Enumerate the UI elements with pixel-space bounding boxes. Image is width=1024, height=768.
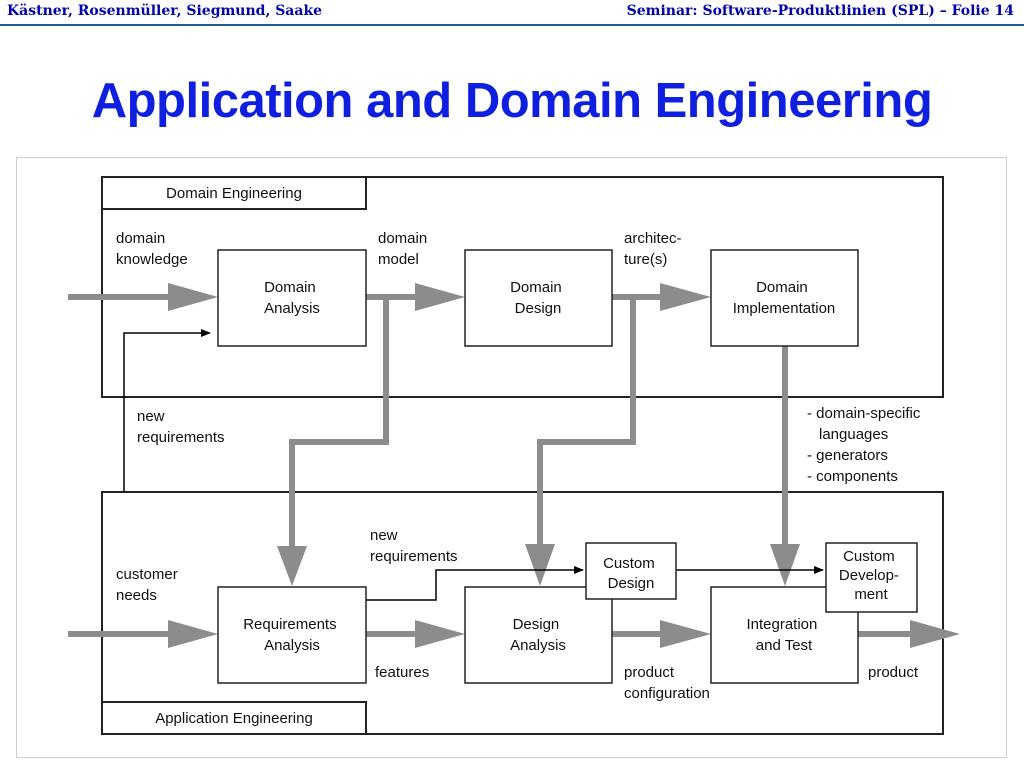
domain-flow-lines xyxy=(68,294,788,548)
design-analysis-label: Design Analysis xyxy=(510,616,566,654)
requirements-analysis-box xyxy=(217,586,367,684)
features-label: features xyxy=(375,664,429,681)
design-analysis-box xyxy=(464,586,613,684)
domain-design-label: Domain Design xyxy=(510,279,566,317)
new-requirements-domain-label: new requirements xyxy=(137,408,225,446)
header-course: Seminar: Software-Produktlinien (SPL) – … xyxy=(626,3,1014,19)
domain-analysis-box xyxy=(217,249,367,347)
architectures-label: architec- ture(s) xyxy=(624,230,686,268)
assets-label: - domain-specific languages - generators… xyxy=(807,405,925,485)
integration-test-label: Integration and Test xyxy=(746,616,821,654)
requirements-analysis-label: Requirements Analysis xyxy=(243,616,341,654)
header-rule xyxy=(0,24,1024,26)
domain-flow-arrowheads xyxy=(168,283,800,586)
custom-development-label: Custom Develop- ment xyxy=(839,548,903,603)
application-engineering-label: Application Engineering xyxy=(155,710,313,727)
application-engineering-tab xyxy=(101,701,367,735)
custom-design-box xyxy=(585,542,677,600)
new-requirements-app-label: new requirements xyxy=(370,527,458,565)
content-frame xyxy=(16,157,1007,758)
slide-title: Application and Domain Engineering xyxy=(91,74,933,128)
feedback-lines xyxy=(123,329,824,601)
domain-model-label: domain model xyxy=(378,230,431,268)
domain-implementation-label: Domain Implementation xyxy=(733,279,836,317)
application-flow-arrowheads xyxy=(168,620,960,648)
domain-implementation-box xyxy=(710,249,859,347)
header-authors: Kästner, Rosenmüller, Siegmund, Saake xyxy=(7,3,323,19)
domain-design-box xyxy=(464,249,613,347)
customer-needs-label: customer needs xyxy=(116,566,182,604)
product-label: product xyxy=(868,664,919,681)
custom-development-box xyxy=(825,542,918,613)
custom-design-label: Custom Design xyxy=(603,555,659,592)
domain-knowledge-label: domain knowledge xyxy=(116,230,188,268)
product-configuration-label: product configuration xyxy=(624,664,710,702)
domain-engineering-tab xyxy=(101,176,367,210)
domain-analysis-label: Domain Analysis xyxy=(264,279,320,317)
domain-engineering-label: Domain Engineering xyxy=(166,185,302,202)
